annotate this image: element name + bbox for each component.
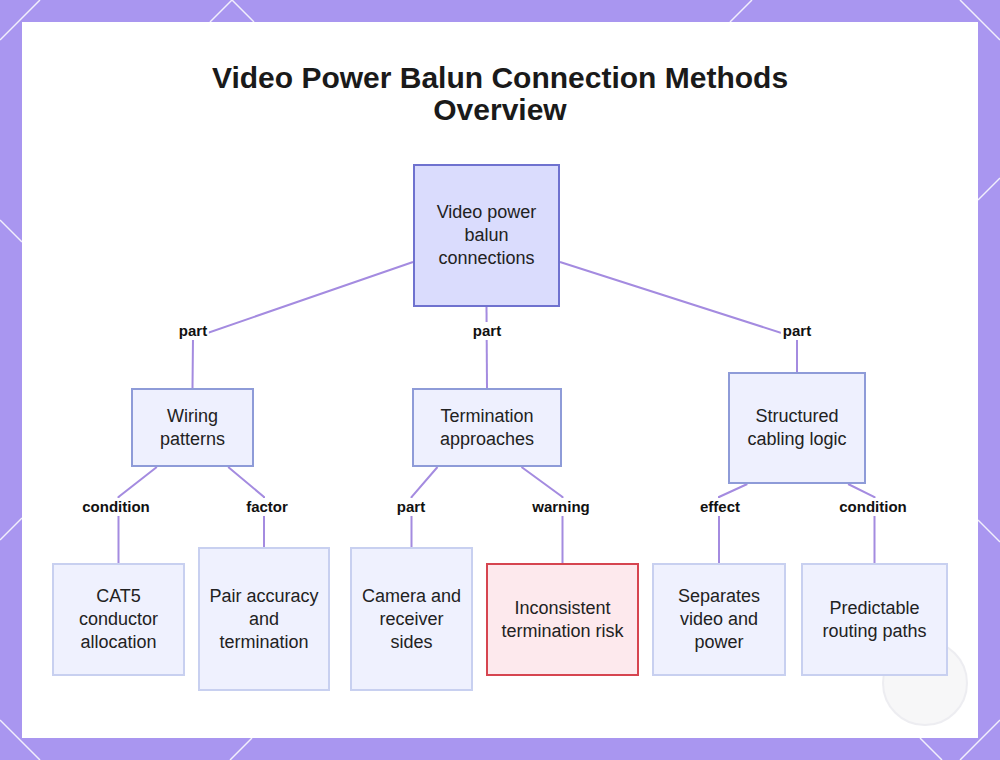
detail-box: Separates video and power [652,563,786,676]
root-topic-box: Video power balun connections [413,164,560,307]
category-box: Termination approaches [412,388,562,467]
diagram-title: Video Power Balun Connection Methods Ove… [150,62,850,126]
edge-label: part [395,498,427,516]
detail-box: Camera and receiver sides [350,547,473,691]
node-text: Video power balun connections [423,201,550,270]
node-text: Inconsistent termination risk [496,597,629,643]
connector-line [560,262,797,372]
warning-box: Inconsistent termination risk [486,563,639,676]
detail-box: Predictable routing paths [801,563,948,676]
category-box: Wiring patterns [131,388,254,467]
connector-line [193,262,414,388]
connector-line [848,484,874,563]
edge-label: factor [244,498,290,516]
edge-label: part [781,322,813,340]
edge-label: condition [837,498,909,516]
edge-label: part [177,322,209,340]
node-text: Predictable routing paths [811,597,938,643]
node-text: Separates video and power [662,585,776,654]
edge-label: warning [530,498,592,516]
node-text: Termination approaches [422,405,552,451]
node-text: Camera and receiver sides [360,585,463,654]
connector-line [719,484,747,563]
node-text: Pair accuracy and termination [208,585,320,654]
edge-label: condition [80,498,152,516]
edge-label: effect [698,498,742,516]
node-text: CAT5 conductor allocation [62,585,175,654]
detail-box: Pair accuracy and termination [198,547,330,691]
detail-box: CAT5 conductor allocation [52,563,185,676]
connector-line [486,307,489,388]
node-text: Structured cabling logic [738,405,856,451]
edge-label: part [471,322,503,340]
node-text: Wiring patterns [141,405,244,451]
category-box: Structured cabling logic [728,372,866,484]
